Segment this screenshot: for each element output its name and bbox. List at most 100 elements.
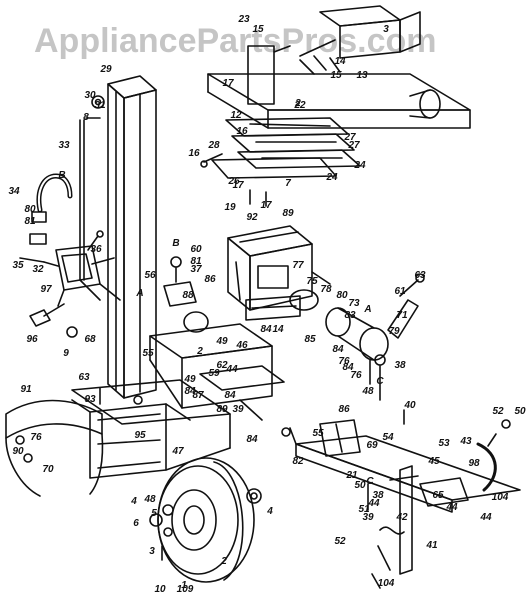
part-callout: 12 <box>230 110 242 121</box>
part-callout: 2 <box>221 556 227 567</box>
part-callout: 65 <box>432 490 444 501</box>
part-callout: 23 <box>238 14 250 25</box>
part-callout: 36 <box>90 244 102 255</box>
part-callout: 93 <box>84 394 96 405</box>
part-callout: 98 <box>468 458 480 469</box>
part-callout: 22 <box>294 100 306 111</box>
part-callout: C <box>366 476 374 487</box>
fender <box>5 399 104 497</box>
part-callout: 68 <box>84 334 96 345</box>
part-callout: 35 <box>12 260 24 271</box>
part-callout: 4 <box>131 496 137 507</box>
part-callout: 86 <box>204 274 216 285</box>
part-callout: 30 <box>84 90 96 101</box>
part-callout: 52 <box>492 406 504 417</box>
part-callout: 61 <box>394 286 406 297</box>
part-callout: 85 <box>304 334 316 345</box>
part-callout: 60 <box>190 244 202 255</box>
part-callout: 84 <box>332 344 344 355</box>
engine <box>227 225 331 321</box>
part-callout: 69 <box>366 440 378 451</box>
part-callout: 81 <box>24 216 36 227</box>
part-callout: 81 <box>190 256 202 267</box>
wheel-assembly <box>149 457 262 583</box>
part-callout: 109 <box>176 584 194 595</box>
control-valve <box>19 230 121 338</box>
mount-plate <box>149 323 285 421</box>
hydraulic-pump <box>163 256 425 385</box>
part-callout: 53 <box>438 438 450 449</box>
part-callout: 6 <box>133 518 139 529</box>
part-callout: 39 <box>362 512 374 523</box>
part-callout: 2 <box>197 346 203 357</box>
part-callout: 84 <box>260 324 272 335</box>
part-callout: 38 <box>372 490 384 501</box>
hardware <box>15 55 341 463</box>
part-callout: 91 <box>20 384 32 395</box>
part-callout: 43 <box>460 436 472 447</box>
part-callout: 48 <box>144 494 156 505</box>
part-callout: 80 <box>24 204 36 215</box>
part-callout: 29 <box>100 64 112 75</box>
part-callout: 84 <box>224 390 236 401</box>
part-callout: 33 <box>58 140 70 151</box>
part-callout: 15 <box>252 24 264 35</box>
part-callout: 31 <box>94 100 106 111</box>
part-callout: 39 <box>232 404 244 415</box>
part-callout: 17 <box>232 180 244 191</box>
vertical-beam <box>79 75 157 399</box>
part-callout: A <box>136 288 144 299</box>
part-callout: 14 <box>272 324 284 335</box>
part-callout: 80 <box>336 290 348 301</box>
part-callout: 52 <box>334 536 346 547</box>
part-callout: 79 <box>388 326 400 337</box>
part-callout: A <box>364 304 372 315</box>
part-callout: 28 <box>208 140 220 151</box>
part-callout: 17 <box>222 78 234 89</box>
part-callout: 3 <box>149 546 155 557</box>
part-callout: 84 <box>342 362 354 373</box>
part-callout: 7 <box>285 178 291 189</box>
part-callout: 73 <box>348 298 360 309</box>
part-callout: 47 <box>172 446 184 457</box>
part-callout: 76 <box>30 432 42 443</box>
part-callout: 49 <box>184 374 196 385</box>
part-callout: 24 <box>354 160 366 171</box>
part-callout: 21 <box>346 470 358 481</box>
part-callout: 59 <box>208 368 220 379</box>
part-callout: 45 <box>428 456 440 467</box>
part-callout: 3 <box>383 24 389 35</box>
part-callout: 34 <box>8 186 20 197</box>
part-callout: 4 <box>267 506 273 517</box>
part-callout: 77 <box>292 260 304 271</box>
part-callout: 96 <box>26 334 38 345</box>
part-callout: 17 <box>260 200 272 211</box>
part-callout: 95 <box>134 430 146 441</box>
part-callout: 44 <box>480 512 492 523</box>
part-callout: 16 <box>236 126 248 137</box>
part-callout: 71 <box>396 310 408 321</box>
part-callout: 42 <box>396 512 408 523</box>
part-callout: 1 <box>181 580 187 591</box>
part-callout: 10 <box>154 584 166 595</box>
part-callout: 63 <box>78 372 90 383</box>
part-callout: C <box>376 376 384 387</box>
part-callout: 44 <box>226 364 238 375</box>
part-callout: 89 <box>282 208 294 219</box>
part-callout: 44 <box>446 502 458 513</box>
part-callout: 50 <box>514 406 526 417</box>
part-callout: 38 <box>394 360 406 371</box>
part-callout: 62 <box>216 360 228 371</box>
part-callout: 32 <box>32 264 44 275</box>
part-callout: 51 <box>358 504 370 515</box>
part-callout: 54 <box>382 432 394 443</box>
part-callout: 87 <box>192 390 204 401</box>
part-callout: 37 <box>190 264 202 275</box>
part-callout: 16 <box>188 148 200 159</box>
part-callout: 5 <box>151 508 157 519</box>
part-callout: 63 <box>414 270 426 281</box>
part-callout: 82 <box>292 456 304 467</box>
part-callout: 76 <box>350 370 362 381</box>
part-callout: 70 <box>42 464 54 475</box>
